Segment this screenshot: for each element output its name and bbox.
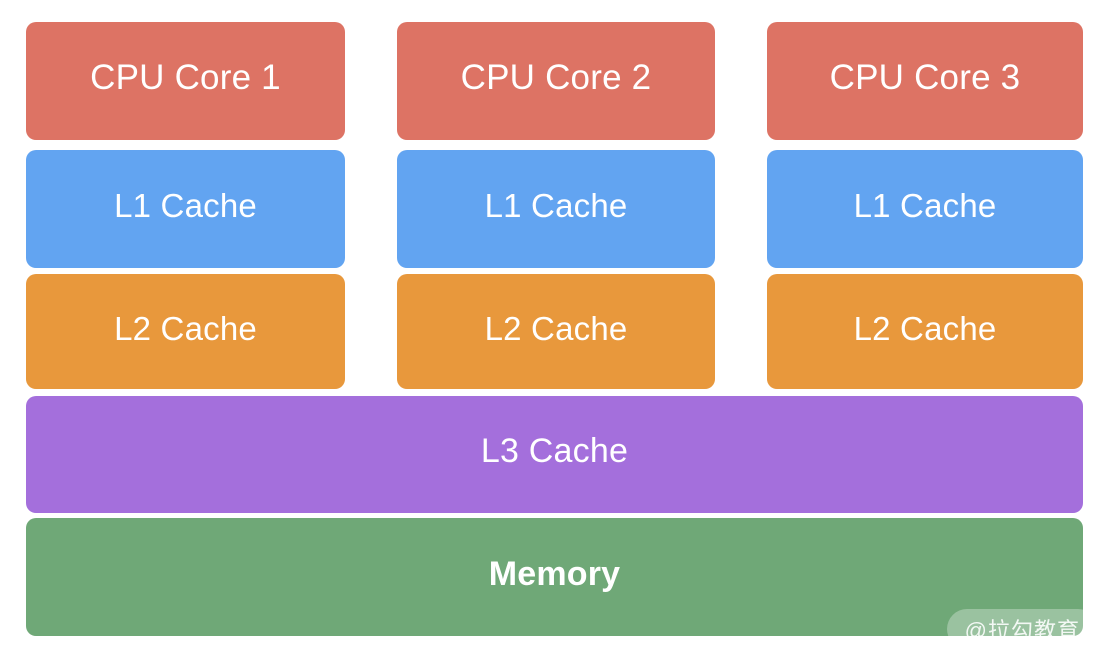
l2-cache-core-3-block: L2 Cache <box>767 274 1083 389</box>
l3-cache-label: L3 Cache <box>480 432 629 470</box>
l2-cache-core-2-label: L2 Cache <box>484 309 628 347</box>
l2-cache-core-1-block: L2 Cache <box>26 274 345 389</box>
memory-block: Memory <box>26 518 1083 636</box>
cpu-core-3-label: CPU Core 3 <box>829 58 1021 97</box>
cpu-core-3-block: CPU Core 3 <box>767 22 1083 140</box>
watermark-text: @拉勾教育 <box>964 618 1080 643</box>
cpu-core-2-block: CPU Core 2 <box>397 22 715 140</box>
cpu-core-2-label: CPU Core 2 <box>460 58 652 97</box>
cpu-core-1-block: CPU Core 1 <box>26 22 345 140</box>
l1-cache-core-3-label: L1 Cache <box>853 187 997 224</box>
l3-cache-block: L3 Cache <box>26 396 1083 513</box>
memory-label: Memory <box>488 554 621 593</box>
l1-cache-core-2-block: L1 Cache <box>397 150 715 268</box>
l1-cache-core-1-block: L1 Cache <box>26 150 345 268</box>
watermark-badge: @拉勾教育 <box>946 609 1098 649</box>
l2-cache-core-1-label: L2 Cache <box>114 309 257 347</box>
l2-cache-core-3-label: L2 Cache <box>853 309 997 347</box>
l1-cache-core-2-label: L1 Cache <box>484 187 628 224</box>
l2-cache-core-2-block: L2 Cache <box>397 274 715 389</box>
cpu-core-1-label: CPU Core 1 <box>90 58 281 97</box>
l1-cache-core-3-block: L1 Cache <box>767 150 1083 268</box>
l1-cache-core-1-label: L1 Cache <box>114 187 257 224</box>
